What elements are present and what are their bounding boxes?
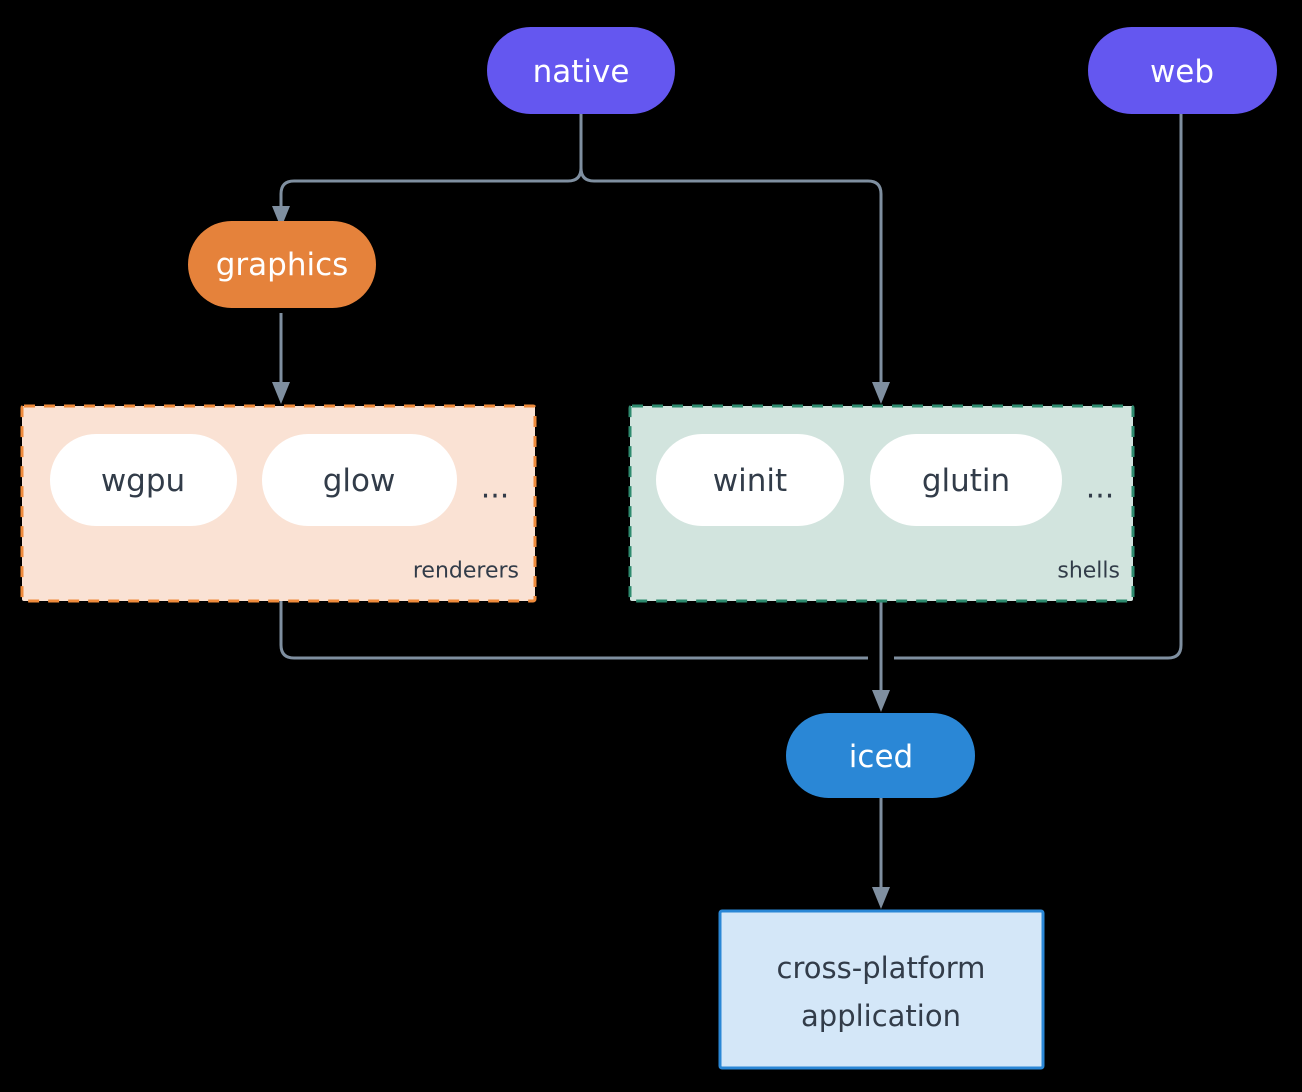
node-iced-shape: [786, 713, 975, 798]
node-application[interactable]: cross-platform application: [718, 909, 1045, 1070]
node-web-shape: [1088, 27, 1277, 114]
application-label-line2: application: [801, 999, 961, 1033]
chip-winit[interactable]: [656, 434, 844, 526]
chip-winit-label: winit: [713, 463, 787, 499]
node-native-label: native: [533, 54, 630, 90]
application-label-line1: cross-platform: [777, 951, 986, 985]
arrow-head-native-to-shells: [872, 382, 890, 404]
node-native-shape: [487, 27, 675, 114]
shells-group-label: shells: [1057, 559, 1120, 584]
node-native[interactable]: native: [487, 27, 675, 114]
node-graphics-shape: [188, 221, 376, 308]
group-renderers[interactable]: wgpu glow ... renderers: [20, 404, 537, 603]
group-shells[interactable]: winit glutin ... shells: [628, 404, 1135, 603]
node-graphics-label: graphics: [216, 247, 349, 283]
node-web[interactable]: web: [1088, 27, 1277, 114]
chip-glow-label: glow: [323, 463, 396, 499]
edge-native-to-shells: [579, 167, 883, 388]
node-iced-label: iced: [849, 739, 913, 775]
chip-glutin-label: glutin: [922, 463, 1010, 499]
application-box: [718, 909, 1045, 1070]
edge-web-to-iced: [894, 113, 1183, 660]
renderers-group-label: renderers: [413, 559, 519, 584]
edge-native-trunk: [279, 113, 583, 212]
arrow-head-graphics-to-renderers: [272, 382, 290, 404]
node-iced[interactable]: iced: [786, 713, 975, 798]
chip-glow[interactable]: [262, 434, 457, 526]
chip-wgpu[interactable]: [50, 434, 237, 526]
chip-glutin[interactable]: [870, 434, 1062, 526]
chip-wgpu-label: wgpu: [101, 463, 185, 499]
arrow-head-iced-to-application: [872, 887, 890, 909]
node-web-label: web: [1150, 54, 1214, 90]
renderers-ellipsis: ...: [481, 471, 510, 506]
edge-layer: [272, 113, 1183, 909]
node-graphics[interactable]: graphics: [188, 221, 376, 308]
shells-ellipsis: ...: [1086, 471, 1115, 506]
edge-renderers-to-iced: [279, 601, 868, 660]
arrow-head-native-to-graphics: [272, 206, 290, 228]
arrow-head-merge-to-iced: [872, 690, 890, 712]
